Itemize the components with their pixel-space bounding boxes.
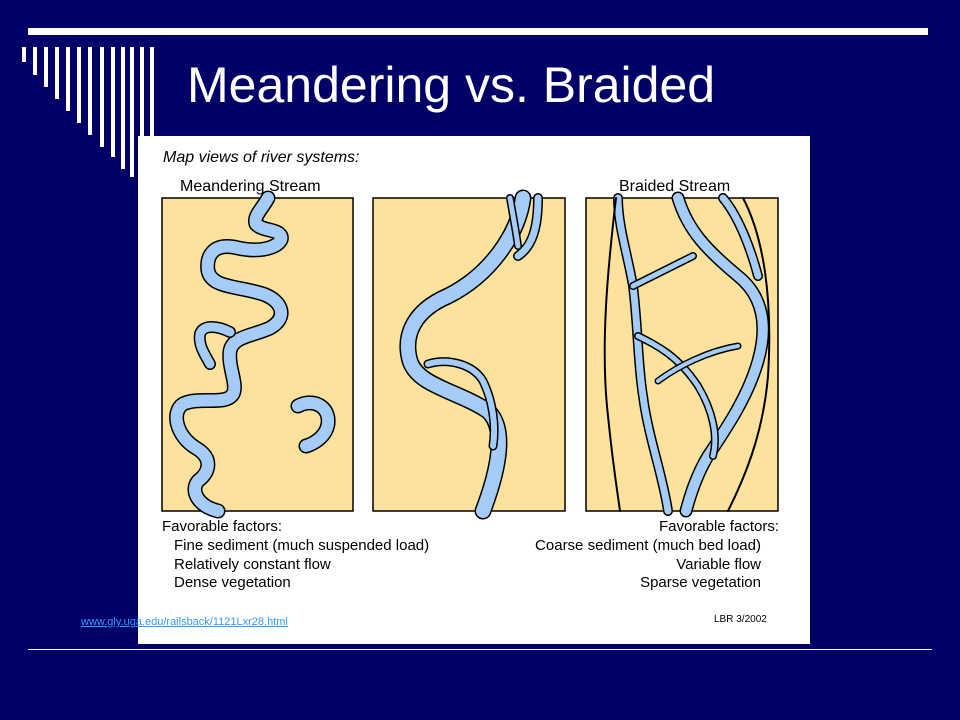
braided-factor: Coarse sediment (much bed load) [535, 537, 761, 554]
bottom-rule [28, 649, 932, 650]
river-diagram: Map views of river systems: Meandering S… [138, 136, 810, 644]
meandering-channel [169, 190, 336, 519]
braided-factors-heading: Favorable factors: [658, 518, 779, 535]
meandering-factor: Dense vegetation [174, 574, 291, 591]
meandering-factor: Fine sediment (much suspended load) [174, 537, 430, 554]
decorative-stripes [22, 47, 154, 192]
meandering-factors-heading: Favorable factors: [162, 518, 283, 535]
meandering-label: Meandering Stream [180, 178, 321, 195]
meandering-factor: Relatively constant flow [174, 556, 331, 573]
transitional-channel [399, 189, 543, 520]
river-maps [161, 189, 779, 520]
braided-channels [603, 191, 771, 518]
figure-heading: Map views of river systems: [163, 149, 360, 166]
figure-credit: LBR 3/2002 [714, 614, 767, 625]
braided-factor: Sparse vegetation [640, 574, 761, 591]
source-link[interactable]: www.gly.uga.edu/railsback/1121Lxr28.html [81, 616, 288, 628]
top-rule [28, 28, 928, 35]
braided-label: Braided Stream [619, 178, 731, 195]
slide-title: Meandering vs. Braided [187, 57, 716, 113]
braided-factor: Variable flow [676, 556, 761, 573]
